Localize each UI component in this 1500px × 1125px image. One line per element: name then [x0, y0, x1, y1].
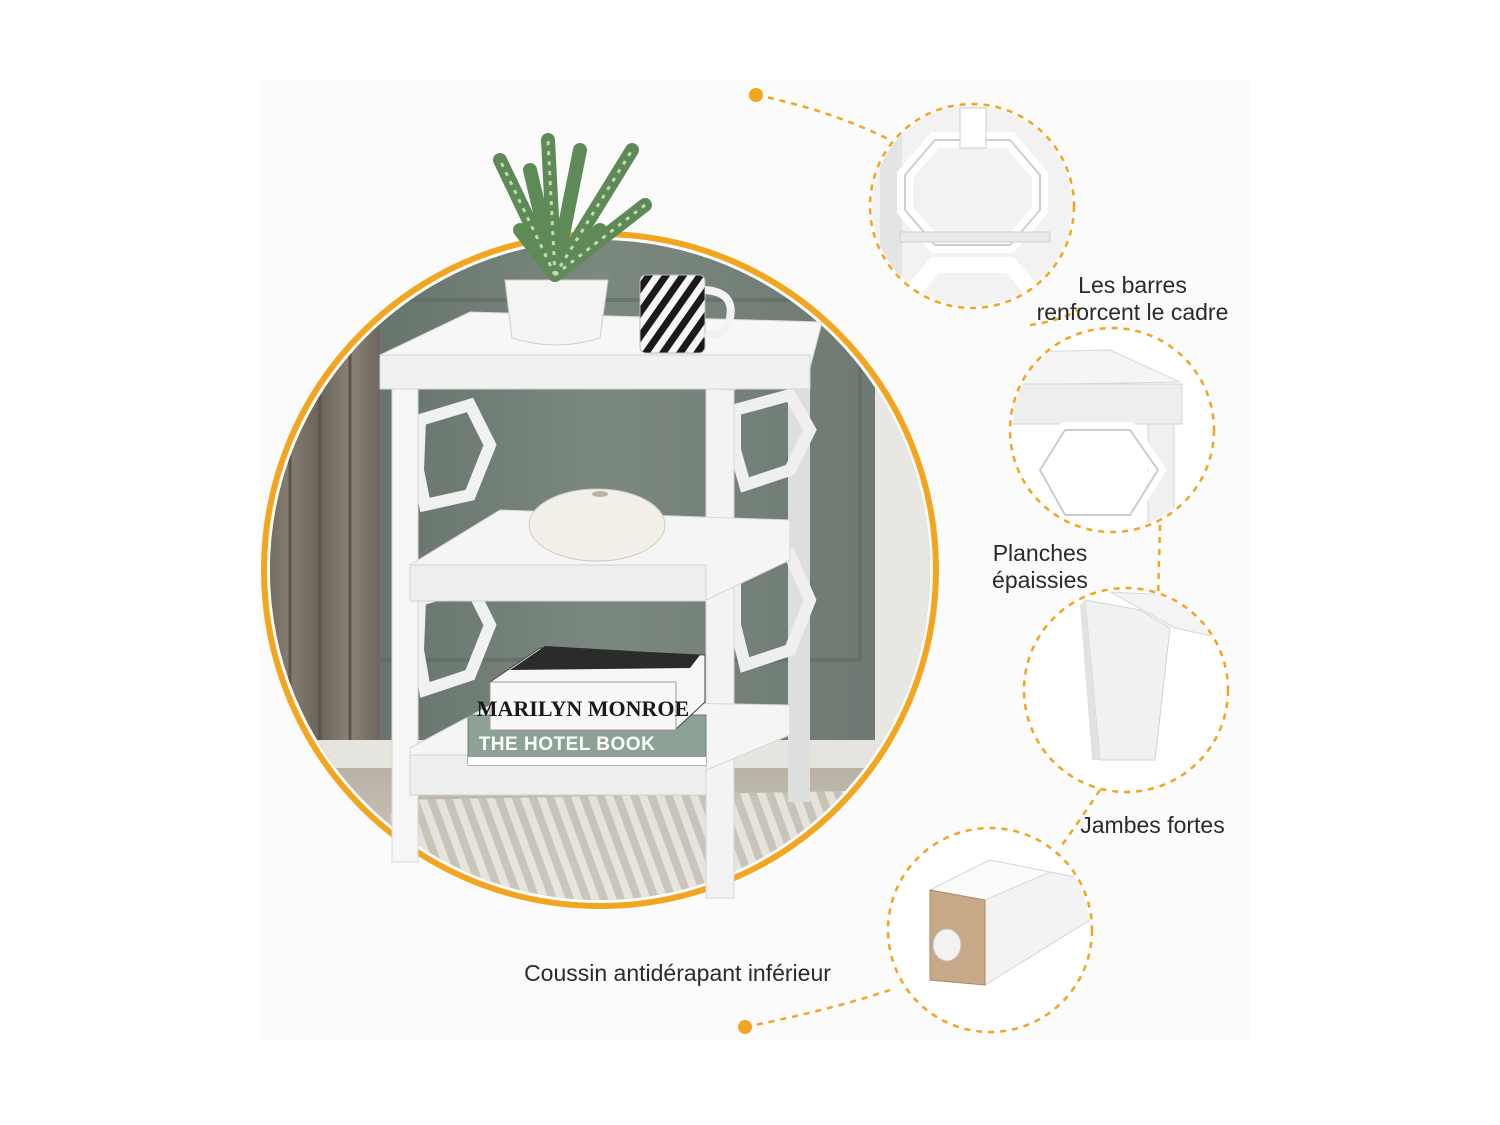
callout-planks: Planches épaissies [960, 540, 1120, 594]
callout-pad-text: Coussin antidérapant inférieur [524, 960, 831, 986]
callout-planks-line2: épaissies [992, 567, 1088, 593]
ceramic-vase [528, 488, 666, 562]
callout-legs: Jambes fortes [1055, 812, 1250, 839]
detail-bars-photo [868, 102, 1076, 310]
main-product-photo: MARILYN MONROE THE HOTEL BOOK [261, 133, 939, 909]
connector-top [755, 93, 891, 142]
anti-slip-nub [932, 928, 962, 962]
book-stack: MARILYN MONROE THE HOTEL BOOK [467, 646, 707, 766]
detail-planks-photo [1008, 326, 1216, 534]
callout-bars-line2: renforcent le cadre [1036, 299, 1229, 325]
book-title-hotel: THE HOTEL BOOK [479, 734, 656, 755]
connector-dot-top [749, 88, 763, 102]
callout-legs-text: Jambes fortes [1080, 812, 1225, 838]
zebra-mug [639, 274, 735, 354]
book-title-marilyn: MARILYN MONROE [477, 696, 689, 721]
callout-bars-line1: Les barres [1078, 272, 1187, 298]
connector-bottom [744, 988, 891, 1029]
callout-bars: Les barres renforcent le cadre [1020, 272, 1245, 326]
callout-pad: Coussin antidérapant inférieur [490, 960, 865, 987]
detail-pad-photo [886, 826, 1094, 1034]
callout-planks-line1: Planches [992, 540, 1088, 566]
detail-legs-photo [1022, 586, 1230, 794]
book-cover-photo [510, 646, 700, 670]
connector-dot-bottom [738, 1020, 752, 1034]
potted-plant [493, 133, 652, 346]
connector-lines [744, 93, 1162, 1029]
